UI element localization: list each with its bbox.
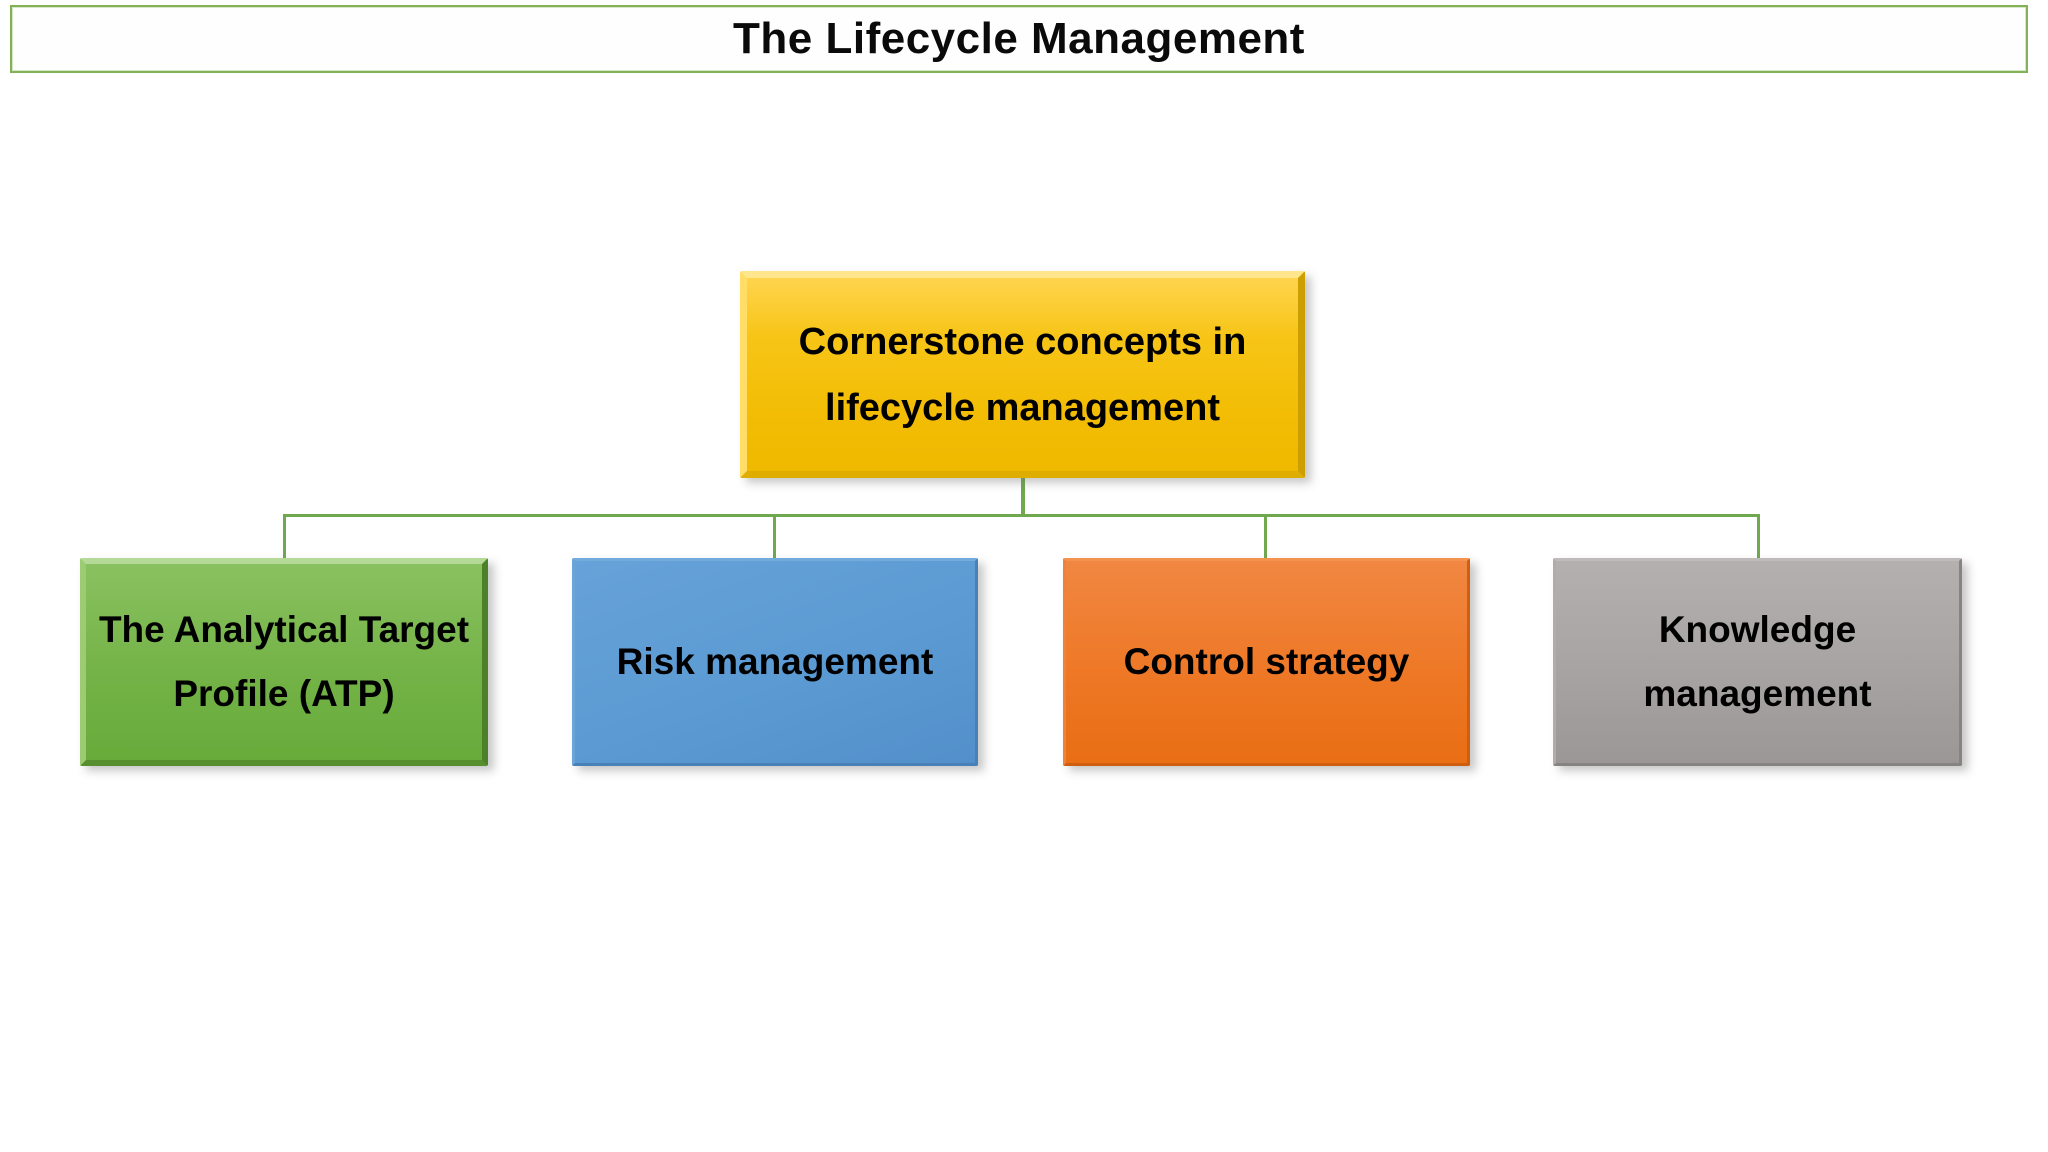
connector-stub-knowledge [1757,514,1760,560]
connector-horizontal-bar [283,514,1760,517]
child-node-control-strategy: Control strategy [1063,558,1470,766]
connector-root-stub [1021,476,1025,516]
connector-stub-control [1264,514,1267,560]
child-node-knowledge-management: Knowledge management [1553,558,1962,766]
knowledge-label-line1: Knowledge [1658,609,1857,650]
root-node-cornerstone-concepts: Cornerstone concepts in lifecycle manage… [740,271,1305,478]
risk-management-label: Risk management [616,641,934,682]
atp-label-line2: Profile (ATP) [173,673,395,714]
knowledge-label-line2: management [1643,673,1872,714]
control-strategy-label: Control strategy [1123,641,1410,682]
root-node-label-line2: lifecycle management [825,386,1220,429]
connector-stub-atp [283,514,286,560]
child-node-risk-management: Risk management [572,558,978,766]
connector-stub-risk [773,514,776,560]
title-bar: The Lifecycle Management [10,5,2028,73]
page-title: The Lifecycle Management [733,14,1305,63]
child-node-analytical-target-profile: The Analytical Target Profile (ATP) [80,558,488,766]
atp-label-line1: The Analytical Target [98,609,470,650]
root-node-label-line1: Cornerstone concepts in [798,320,1247,363]
